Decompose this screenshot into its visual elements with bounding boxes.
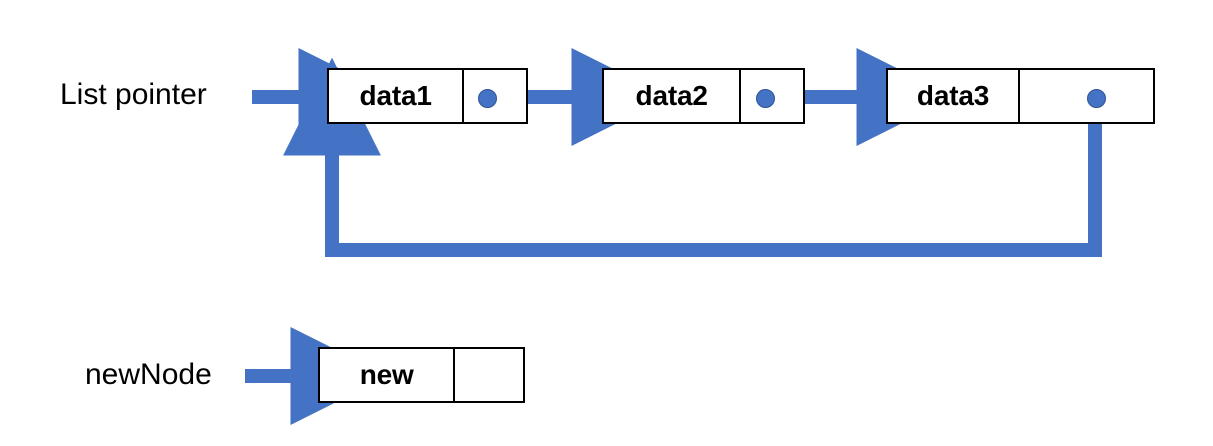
new-node-box: new <box>318 347 525 403</box>
pointer-dot-icon <box>478 89 498 108</box>
list-node-data1: data1 <box>327 68 528 124</box>
node-data-cell: data1 <box>359 80 432 111</box>
list-node-data3: data3 <box>886 68 1155 124</box>
node-data-cell: data3 <box>916 80 990 111</box>
pointer-dot-icon <box>1087 89 1107 108</box>
node-pointer-cell <box>1018 70 1153 122</box>
list-pointer-label: List pointer <box>60 78 207 111</box>
new-node-pointer-value <box>455 349 523 401</box>
list-node-data2: data2 <box>602 68 805 124</box>
node-data-cell: data2 <box>635 80 708 111</box>
new-node-pointer-cell <box>453 349 523 401</box>
pointer-dot-icon <box>756 89 776 108</box>
node-pointer-cell <box>739 70 803 122</box>
node-pointer-cell <box>462 70 526 122</box>
newnode-label: newNode <box>85 358 212 391</box>
new-node-data-cell: new <box>359 359 414 390</box>
